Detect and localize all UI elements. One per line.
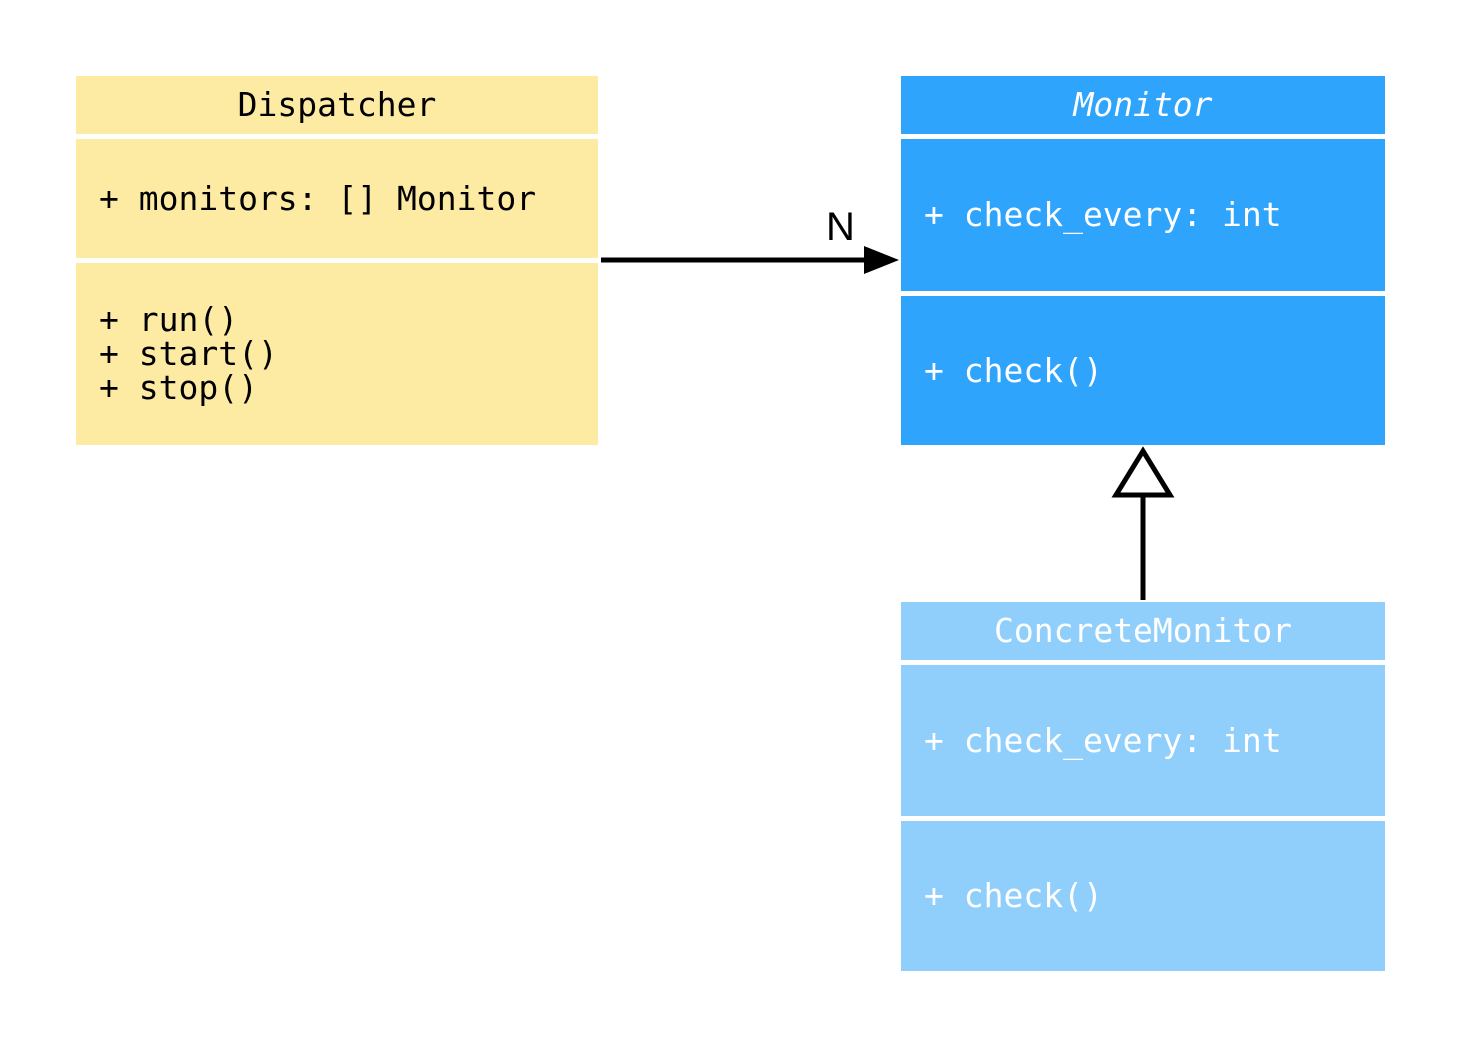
class-monitor-title-section: Monitor [901,76,1385,134]
association-arrowhead-icon [864,246,899,274]
method-line: + run() [99,300,239,339]
class-monitor: Monitor + check_every: int + check() [901,76,1385,445]
class-monitor-methods-section: + check() [901,296,1385,445]
attribute-line: + check_every: int [924,720,1282,760]
method-line: + check() [924,876,1103,915]
class-concrete-monitor: ConcreteMonitor + check_every: int + che… [901,602,1385,971]
class-dispatcher-title-section: Dispatcher [76,76,598,134]
class-concrete-monitor-methods-section: + check() [901,821,1385,971]
class-concrete-monitor-attributes-section: + check_every: int [901,665,1385,816]
class-dispatcher-attributes-section: + monitors: [] Monitor [76,139,598,258]
class-dispatcher: Dispatcher + monitors: [] Monitor + run(… [76,76,598,445]
attribute-line: + monitors: [] Monitor [99,178,537,218]
class-monitor-name: Monitor [1073,85,1213,124]
class-dispatcher-methods-section: + run() + start() + stop() [76,263,598,445]
inheritance-triangle-icon [1111,446,1175,498]
class-dispatcher-name: Dispatcher [237,85,437,124]
class-monitor-attributes-section: + check_every: int [901,139,1385,291]
attribute-line: + check_every: int [924,195,1282,234]
method-line: + start() [99,334,278,373]
method-line: + stop() [99,368,258,407]
class-concrete-monitor-title-section: ConcreteMonitor [901,602,1385,660]
association-multiplicity-label: N [826,205,855,249]
class-concrete-monitor-name: ConcreteMonitor [993,611,1292,650]
method-line: + check() [924,350,1103,390]
